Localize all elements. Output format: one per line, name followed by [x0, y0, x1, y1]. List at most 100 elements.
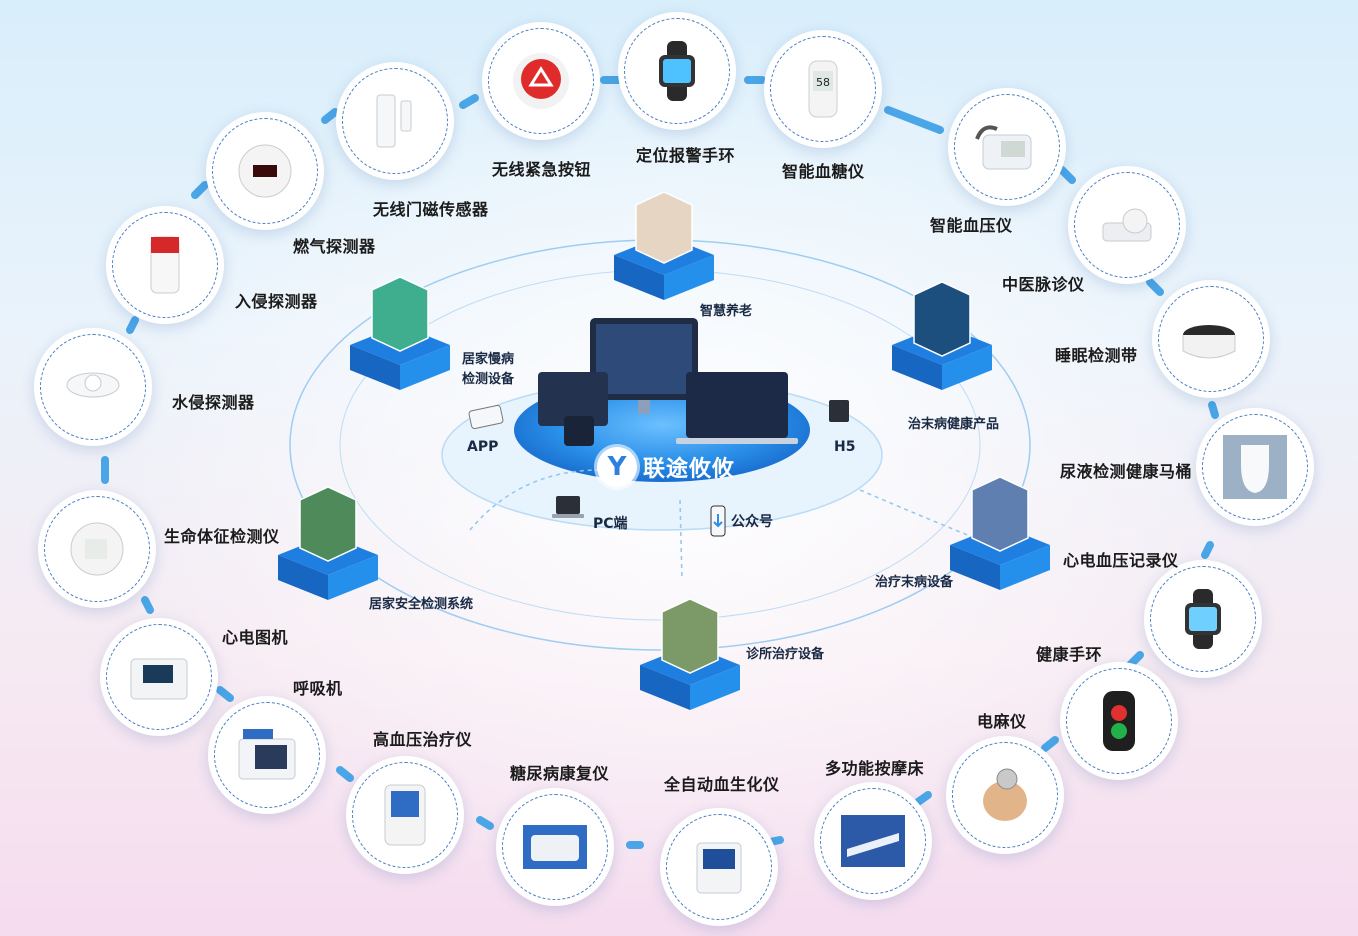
- guide-line-3: [679, 499, 683, 581]
- brand-logo: Y 联途攸攸: [597, 447, 735, 487]
- ecg-watch-icon: [1185, 589, 1221, 649]
- label-blood-pressure: 智能血压仪: [930, 216, 1013, 235]
- hub-label-clinic: 诊所治疗设备: [746, 647, 825, 662]
- hypertension-device-icon: [384, 784, 426, 846]
- label-ventilator: 呼吸机: [293, 679, 343, 698]
- massager-icon: [983, 768, 1027, 821]
- smart-toilet-icon: [1223, 435, 1287, 499]
- massage-bed-icon: [841, 815, 905, 867]
- label-diabetes-rehab: 糖尿病康复仪: [510, 764, 610, 783]
- device-vital-sensor[interactable]: [38, 490, 156, 608]
- hub-label-chronic-1: 居家慢病: [462, 352, 515, 367]
- device-blood-pressure[interactable]: [948, 88, 1066, 206]
- biochem-analyzer-icon: [696, 842, 742, 894]
- label-ecg-recorder: 心电血压记录仪: [1063, 551, 1179, 570]
- device-door-sensor[interactable]: [336, 62, 454, 180]
- device-emergency-button[interactable]: [482, 22, 600, 140]
- label-vital-sensor: 生命体征检测仪: [164, 527, 280, 546]
- water-sensor-icon: [66, 372, 120, 398]
- device-ventilator[interactable]: [208, 696, 326, 814]
- smartwatch-icon: [659, 41, 695, 101]
- label-intrusion-alarm: 入侵探测器: [235, 292, 318, 311]
- intrusion-alarm-icon: [150, 236, 180, 294]
- svg-text:58: 58: [816, 76, 830, 89]
- device-pulse-diagnosis[interactable]: [1068, 166, 1186, 284]
- device-ecg-recorder[interactable]: [1144, 560, 1262, 678]
- pc-laptop-icon: [552, 496, 584, 518]
- app-phone-icon: [468, 404, 504, 430]
- device-hypertension[interactable]: [346, 756, 464, 874]
- channel-h5: H5: [834, 439, 856, 455]
- label-smart-toilet: 尿液检测健康马桶: [1060, 462, 1193, 481]
- label-pulse-diagnosis: 中医脉诊仪: [1002, 275, 1085, 294]
- label-water-sensor: 水侵探测器: [172, 393, 255, 412]
- tablet: [538, 372, 608, 426]
- guide-line-2: [859, 489, 981, 541]
- channel-official-account: 公众号: [731, 514, 773, 530]
- hub-tile-safety: [278, 486, 378, 600]
- channel-app: APP: [467, 439, 499, 455]
- device-ecg-machine[interactable]: [100, 618, 218, 736]
- laptop-screen: [686, 372, 788, 438]
- device-diabetes-rehab[interactable]: [496, 788, 614, 906]
- brand-mark-icon: Y: [597, 447, 637, 487]
- channel-pc: PC端: [593, 516, 628, 532]
- vital-sensor-icon: [70, 522, 124, 576]
- phone: [564, 416, 594, 446]
- device-location-watch[interactable]: [618, 12, 736, 130]
- h5-device-icon: [829, 400, 849, 422]
- device-electro-massager[interactable]: [946, 736, 1064, 854]
- hub-label-elderly: 智慧养老: [700, 304, 753, 319]
- diabetes-device-icon: [523, 825, 587, 869]
- hub-label-treatment: 治疗末病设备: [875, 575, 954, 590]
- outer-ring-connector: [101, 76, 1219, 849]
- ecg-machine-icon: [130, 658, 188, 700]
- device-water-sensor[interactable]: [34, 328, 152, 446]
- device-massage-bed[interactable]: [814, 782, 932, 900]
- label-sleep-belt: 睡眠检测带: [1055, 346, 1138, 365]
- device-smart-toilet[interactable]: [1196, 408, 1314, 526]
- pulse-diagnosis-icon: [1102, 208, 1152, 242]
- emergency-button-icon: [513, 53, 569, 109]
- hub-tile-treatment: [950, 476, 1050, 590]
- label-electro-massager: 电麻仪: [977, 712, 1027, 731]
- brand-name: 联途攸攸: [643, 457, 736, 482]
- label-location-watch: 定位报警手环: [636, 146, 736, 165]
- hub-tile-chronic: [350, 276, 450, 390]
- device-health-band[interactable]: [1060, 662, 1178, 780]
- device-intrusion-alarm[interactable]: [106, 206, 224, 324]
- hub-label-chronic-2: 检测设备: [462, 372, 515, 387]
- hub-label-wellness: 治末病健康产品: [908, 417, 1000, 432]
- device-biochem-analyzer[interactable]: [660, 808, 778, 926]
- device-glucose-meter[interactable]: 58: [764, 30, 882, 148]
- hub-tile-clinic: [640, 598, 740, 710]
- guide-line-1: [469, 469, 601, 531]
- blood-pressure-icon: [975, 125, 1032, 170]
- label-massage-bed: 多功能按摩床: [825, 759, 925, 778]
- official-account-phone-icon: [710, 505, 726, 537]
- monitor-display: [596, 324, 692, 394]
- brand-slogan: — 让爱无负担 —: [650, 483, 737, 493]
- laptop-base: [676, 438, 798, 444]
- label-door-sensor: 无线门磁传感器: [373, 200, 489, 219]
- label-ecg-machine: 心电图机: [222, 628, 289, 647]
- hub-tile-elderly: [614, 191, 714, 300]
- label-glucose-meter: 智能血糖仪: [782, 162, 865, 181]
- label-biochem-analyzer: 全自动血生化仪: [664, 775, 780, 794]
- label-emergency-button: 无线紧急按钮: [492, 160, 592, 179]
- sleep-belt-icon: [1182, 325, 1236, 359]
- health-band-icon: [1103, 691, 1135, 751]
- device-gas-detector[interactable]: [206, 112, 324, 230]
- hub-label-safety: 居家安全检测系统: [369, 597, 474, 612]
- device-sleep-belt[interactable]: [1152, 280, 1270, 398]
- label-hypertension: 高血压治疗仪: [373, 730, 473, 749]
- gas-detector-icon: [238, 144, 292, 198]
- hub-tile-wellness: [892, 281, 992, 390]
- monitor-stand: [638, 400, 650, 414]
- label-gas-detector: 燃气探测器: [293, 237, 376, 256]
- ventilator-icon: [238, 729, 296, 780]
- glucose-meter-icon: 58: [808, 60, 838, 118]
- door-sensor-icon: [376, 94, 412, 148]
